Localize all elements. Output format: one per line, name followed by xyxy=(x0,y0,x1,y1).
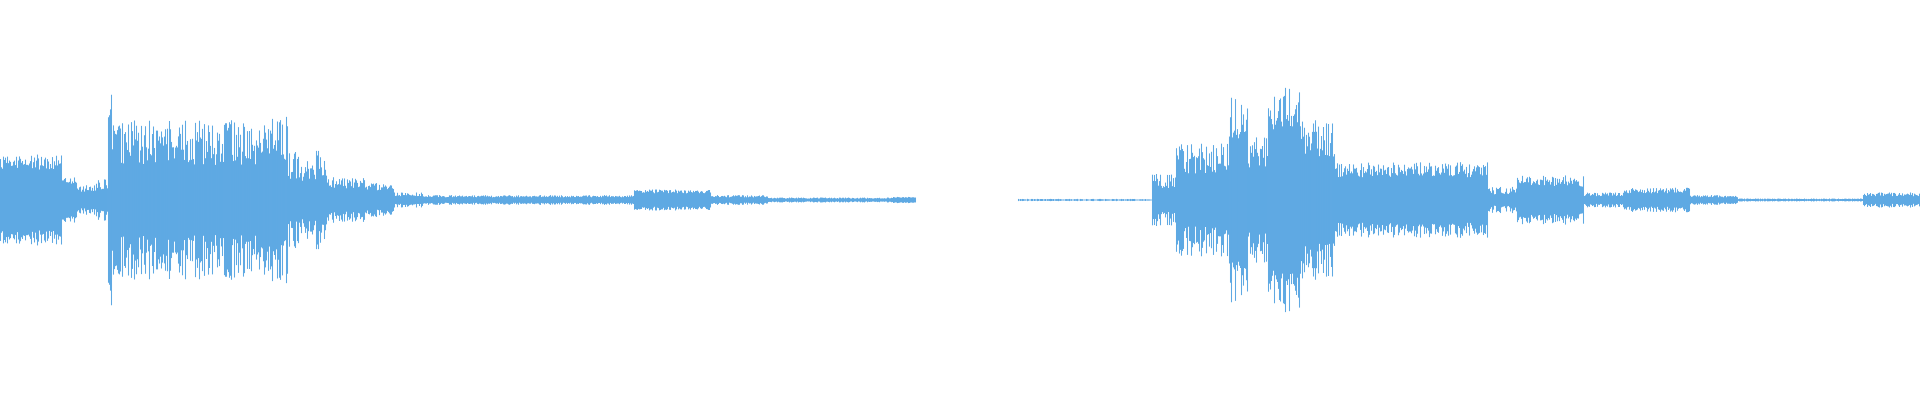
waveform-group xyxy=(0,87,1920,313)
